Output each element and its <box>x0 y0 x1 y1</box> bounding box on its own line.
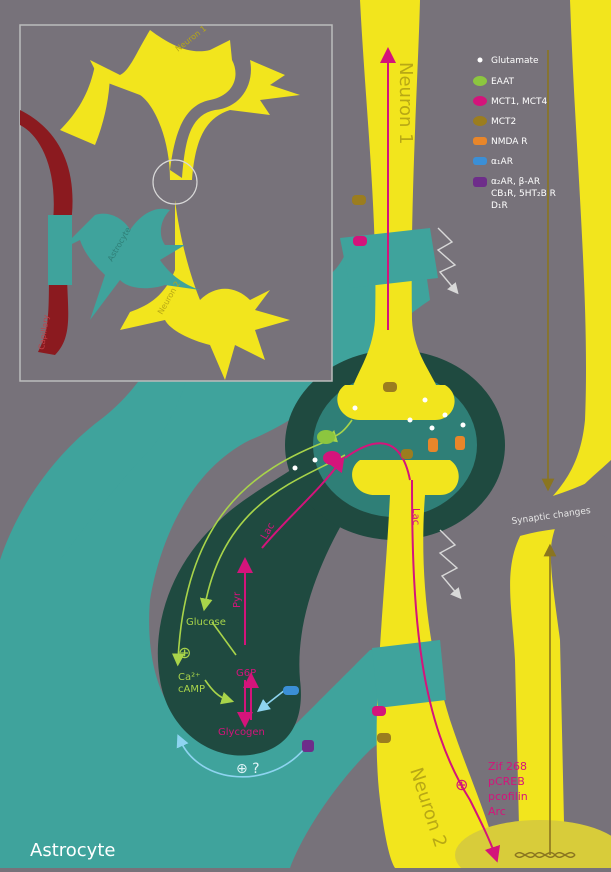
gene-pcofilin: pcofilin <box>488 790 528 803</box>
inset-panel: Neuron 1 Neuron 2 Astrocyte Capillary <box>20 24 332 381</box>
legend-label-5: α₁AR <box>491 157 513 167</box>
legend-label-1: EAAT <box>491 77 515 87</box>
camp-label: cAMP <box>178 684 205 695</box>
nmda-receptor-2 <box>455 436 465 450</box>
gene-pcreb: pCREB <box>488 775 525 788</box>
astrocyte-label: Astrocyte <box>30 840 115 861</box>
gene-arc: Arc <box>488 805 506 818</box>
nmda-r-icon <box>473 137 487 145</box>
receptor-purple-icon <box>473 177 487 187</box>
legend-label-6: α₂AR, β-AR <box>491 177 540 187</box>
eaat-transporter <box>317 430 335 444</box>
legend-label-6c: D₁R <box>491 201 508 211</box>
lightning-icon-lower <box>440 530 458 595</box>
neuron1-label: Neuron 1 <box>395 62 416 145</box>
legend-label-0: Glutamate <box>491 56 539 66</box>
legend-label-6b: CB₁R, 5HT₂B R <box>491 189 556 199</box>
inset-astro-endfeet <box>48 215 72 285</box>
plus-icon-genes: ⊕ <box>455 775 468 794</box>
a1ar-icon <box>473 157 487 165</box>
legend: Glutamate EAAT MCT1, MCT4 MCT2 NMDA R α₁… <box>473 56 556 211</box>
glycogen-label: Glycogen <box>218 727 265 738</box>
purple-receptor <box>302 740 314 752</box>
glucose-label: Glucose <box>186 617 226 628</box>
gene-zif268: Zif 268 <box>488 760 527 773</box>
mct1-transporter-astro <box>323 451 341 465</box>
mct2-icon <box>473 116 487 126</box>
a1ar-receptor <box>283 686 299 695</box>
plus-icon-glucose: ⊕ <box>178 643 191 662</box>
nmda-receptor-1 <box>428 438 438 452</box>
mct2-transporter-bouton <box>383 382 397 392</box>
glutamate-dot-icon <box>478 58 483 63</box>
pyr-label: Pyr <box>232 591 243 608</box>
astro-sleeve-lower <box>372 640 446 708</box>
ca-label: Ca²⁺ <box>178 672 200 683</box>
mct2-transporter-post <box>401 449 413 459</box>
mct1-transporter-upper <box>353 236 367 246</box>
synaptic-cleft-gap <box>505 470 611 540</box>
legend-label-3: MCT2 <box>491 117 516 127</box>
mct2-transporter-lower <box>377 733 391 743</box>
mct1-transporter-lower <box>372 706 386 716</box>
lightning-icon-upper <box>438 228 455 290</box>
legend-label-2: MCT1, MCT4 <box>491 97 548 107</box>
g6p-label: G6P <box>236 668 256 679</box>
plus-icon-feedback: ⊕ ? <box>236 761 260 777</box>
right-neuron-shape <box>510 0 611 868</box>
legend-label-4: NMDA R <box>491 137 528 147</box>
eaat-icon <box>473 76 487 86</box>
mct1-mct4-icon <box>473 96 487 106</box>
lac-neuron-label: Lac <box>410 508 421 525</box>
mct2-transporter-upper <box>352 195 366 205</box>
